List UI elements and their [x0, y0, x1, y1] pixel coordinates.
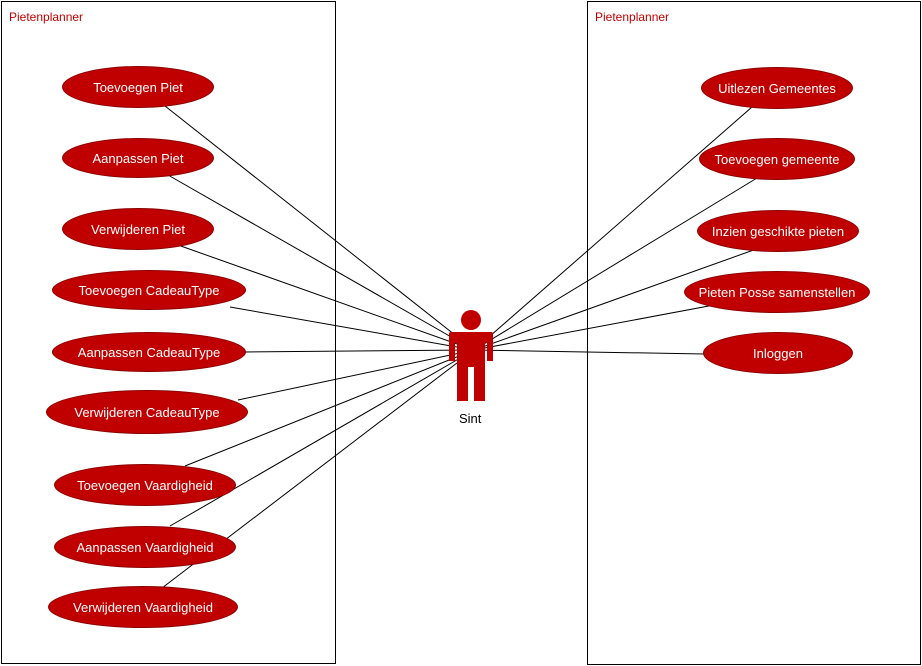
actor-label: Sint	[459, 411, 482, 426]
association-line-right-2	[473, 246, 763, 351]
actor-figure-icon[interactable]	[446, 309, 496, 401]
association-line-left-2	[177, 244, 475, 351]
association-line-left-5	[237, 349, 475, 401]
usecase-aanpassen-piet[interactable]: Aanpassen Piet	[62, 138, 214, 178]
usecase-toevoegen-vaardigheid[interactable]: Toevoegen Vaardigheid	[54, 464, 236, 506]
usecase-aanpassen-vaardigheid[interactable]: Aanpassen Vaardigheid	[54, 526, 236, 568]
association-line-left-4	[243, 349, 475, 353]
usecase-toevoegen-piet[interactable]: Toevoegen Piet	[62, 66, 214, 108]
usecase-inloggen[interactable]: Inloggen	[703, 332, 853, 374]
usecase-aanpassen-cadeautype[interactable]: Aanpassen CadeauType	[52, 332, 246, 372]
association-line-left-6	[184, 349, 475, 467]
association-line-right-0	[473, 106, 753, 351]
association-line-right-3	[473, 301, 731, 351]
usecase-verwijderen-cadeautype[interactable]: Verwijderen CadeauType	[46, 390, 248, 434]
usecase-verwijderen-vaardigheid[interactable]: Verwijderen Vaardigheid	[48, 586, 238, 628]
usecase-uitlezen-gemeentes[interactable]: Uitlezen Gemeentes	[701, 67, 853, 109]
association-line-right-1	[473, 177, 758, 351]
association-line-right-4	[473, 349, 705, 355]
usecase-verwijderen-piet[interactable]: Verwijderen Piet	[62, 208, 214, 250]
system-title-right: Pietenplanner	[595, 10, 670, 24]
usecase-toevoegen-cadeautype[interactable]: Toevoegen CadeauType	[52, 270, 246, 310]
association-line-left-1	[167, 174, 475, 351]
association-line-left-7	[169, 349, 475, 527]
usecase-pieten-posse-samenstellen[interactable]: Pieten Posse samenstellen	[684, 271, 870, 313]
system-boundary-left: Pietenplanner	[1, 1, 336, 664]
usecase-inzien-geschikte-pieten[interactable]: Inzien geschikte pieten	[697, 210, 859, 252]
system-title-left: Pietenplanner	[9, 10, 84, 24]
system-boundary-right: Pietenplanner	[587, 1, 921, 665]
association-line-left-0	[164, 105, 475, 351]
usecase-toevoegen-gemeente[interactable]: Toevoegen gemeente	[699, 138, 855, 180]
association-line-left-3	[229, 306, 475, 351]
